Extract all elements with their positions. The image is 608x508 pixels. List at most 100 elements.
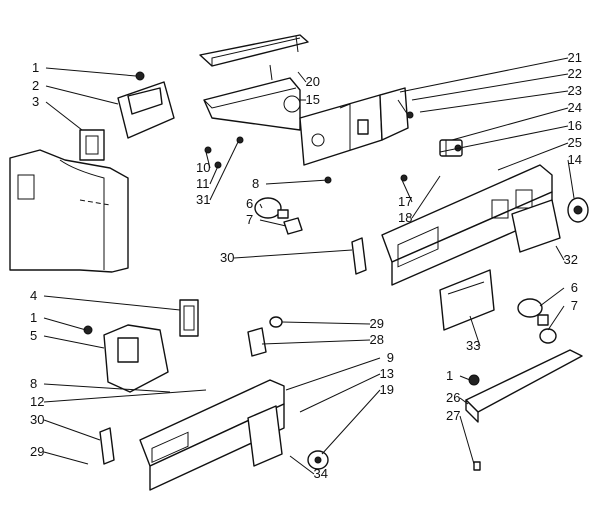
callout-label-13: 13: [380, 366, 394, 381]
control-bracket: [299, 87, 411, 166]
light-bulb-right: [517, 298, 557, 344]
callout-leader-5: [43, 335, 105, 349]
callout-leader-6: [539, 287, 565, 307]
callout-label-8: 8: [30, 376, 37, 391]
callout-leader-7: [259, 219, 287, 227]
lamp-socket-29: [269, 316, 283, 328]
callout-leader-1: [45, 67, 137, 77]
callout-label-2: 2: [32, 78, 39, 93]
screws-upper: [204, 111, 414, 184]
callout-label-12: 12: [30, 394, 44, 409]
socket-28: [247, 327, 267, 357]
callout-label-15: 15: [306, 92, 320, 107]
callout-label-21: 21: [568, 50, 582, 65]
callout-leader-33: [469, 315, 481, 347]
knob-19: [307, 450, 329, 470]
label-plate-34: [247, 405, 283, 467]
knob-14: [567, 197, 589, 223]
callout-label-24: 24: [568, 100, 582, 115]
callout-label-14: 14: [568, 152, 582, 167]
screw-27: [473, 461, 481, 471]
label-plate-33: [439, 269, 495, 331]
callout-label-11: 11: [196, 176, 210, 191]
callout-label-27: 27: [446, 408, 460, 423]
callout-leader-20: [297, 71, 307, 83]
top-cover-plate: [199, 34, 309, 67]
callout-leader-25: [497, 142, 569, 171]
callout-label-34: 34: [314, 466, 328, 481]
callout-leader-30: [233, 249, 353, 259]
callout-label-23: 23: [568, 83, 582, 98]
callout-leader-29: [43, 451, 89, 465]
callout-label-29: 29: [30, 444, 44, 459]
callout-label-1: 1: [32, 60, 39, 75]
callout-leader-1: [43, 317, 87, 331]
callout-leader-8: [43, 383, 171, 393]
callout-label-9: 9: [387, 350, 394, 365]
callout-label-1: 1: [446, 368, 453, 383]
callout-leader-8: [265, 179, 329, 185]
callout-leader-22: [411, 73, 569, 101]
callout-label-17: 17: [398, 194, 412, 209]
callout-label-18: 18: [398, 210, 412, 225]
callout-label-6: 6: [246, 196, 253, 211]
callout-leader-11: [209, 165, 219, 185]
callout-leader-21: [399, 57, 569, 93]
callout-leader-12: [43, 389, 207, 403]
callout-leader-28: [261, 339, 371, 345]
housing-plate: [203, 64, 301, 131]
callout-leader-1: [459, 375, 471, 381]
bracket-30-lower: [99, 427, 115, 465]
callout-leader-18: [411, 175, 441, 219]
callout-label-7: 7: [246, 212, 253, 227]
callout-label-10: 10: [196, 160, 210, 175]
callout-leader-16: [439, 125, 569, 153]
callout-label-20: 20: [306, 74, 320, 89]
callout-label-32: 32: [564, 252, 578, 267]
light-bulb-upper: [254, 197, 303, 235]
switch-housing-2: [117, 71, 175, 139]
callout-leader-4: [43, 295, 181, 311]
callout-leader-6: [259, 203, 263, 209]
callout-leader-23: [419, 90, 569, 113]
callout-leader-2: [45, 85, 119, 105]
callout-leader-34: [289, 455, 315, 475]
trim-strip-26: [465, 349, 583, 423]
callout-leader-26: [459, 397, 469, 405]
callout-label-28: 28: [370, 332, 384, 347]
callout-leader-7: [547, 305, 565, 331]
callout-label-5: 5: [30, 328, 37, 343]
callout-leader-17: [401, 179, 413, 203]
cabinet-liner: [9, 149, 129, 273]
callout-label-16: 16: [568, 118, 582, 133]
bezel-4: [179, 299, 199, 337]
callout-label-6: 6: [571, 280, 578, 295]
callout-label-1: 1: [30, 310, 37, 325]
bracket-30-upper: [351, 237, 367, 275]
callout-label-3: 3: [32, 94, 39, 109]
callout-leader-9: [285, 357, 381, 391]
switch-housing-5: [83, 324, 169, 393]
callout-leader-13: [299, 373, 381, 413]
callout-label-19: 19: [380, 382, 394, 397]
callout-leader-19: [321, 389, 381, 455]
bezel-3: [79, 129, 105, 161]
callout-label-22: 22: [568, 66, 582, 81]
callout-leader-14: [567, 159, 575, 199]
callout-leader-32: [555, 245, 565, 261]
callout-leader-27: [459, 415, 475, 465]
callout-label-26: 26: [446, 390, 460, 405]
callout-leader-24: [451, 107, 569, 141]
callout-leader-10: [205, 151, 211, 169]
callout-leader-31: [209, 141, 239, 201]
callout-label-4: 4: [30, 288, 37, 303]
callout-label-31: 31: [196, 192, 210, 207]
callout-label-30: 30: [220, 250, 234, 265]
callout-label-7: 7: [571, 298, 578, 313]
callout-label-33: 33: [466, 338, 480, 353]
clip-1-lower: [468, 374, 480, 386]
callout-label-25: 25: [568, 135, 582, 150]
callout-label-29: 29: [370, 316, 384, 331]
